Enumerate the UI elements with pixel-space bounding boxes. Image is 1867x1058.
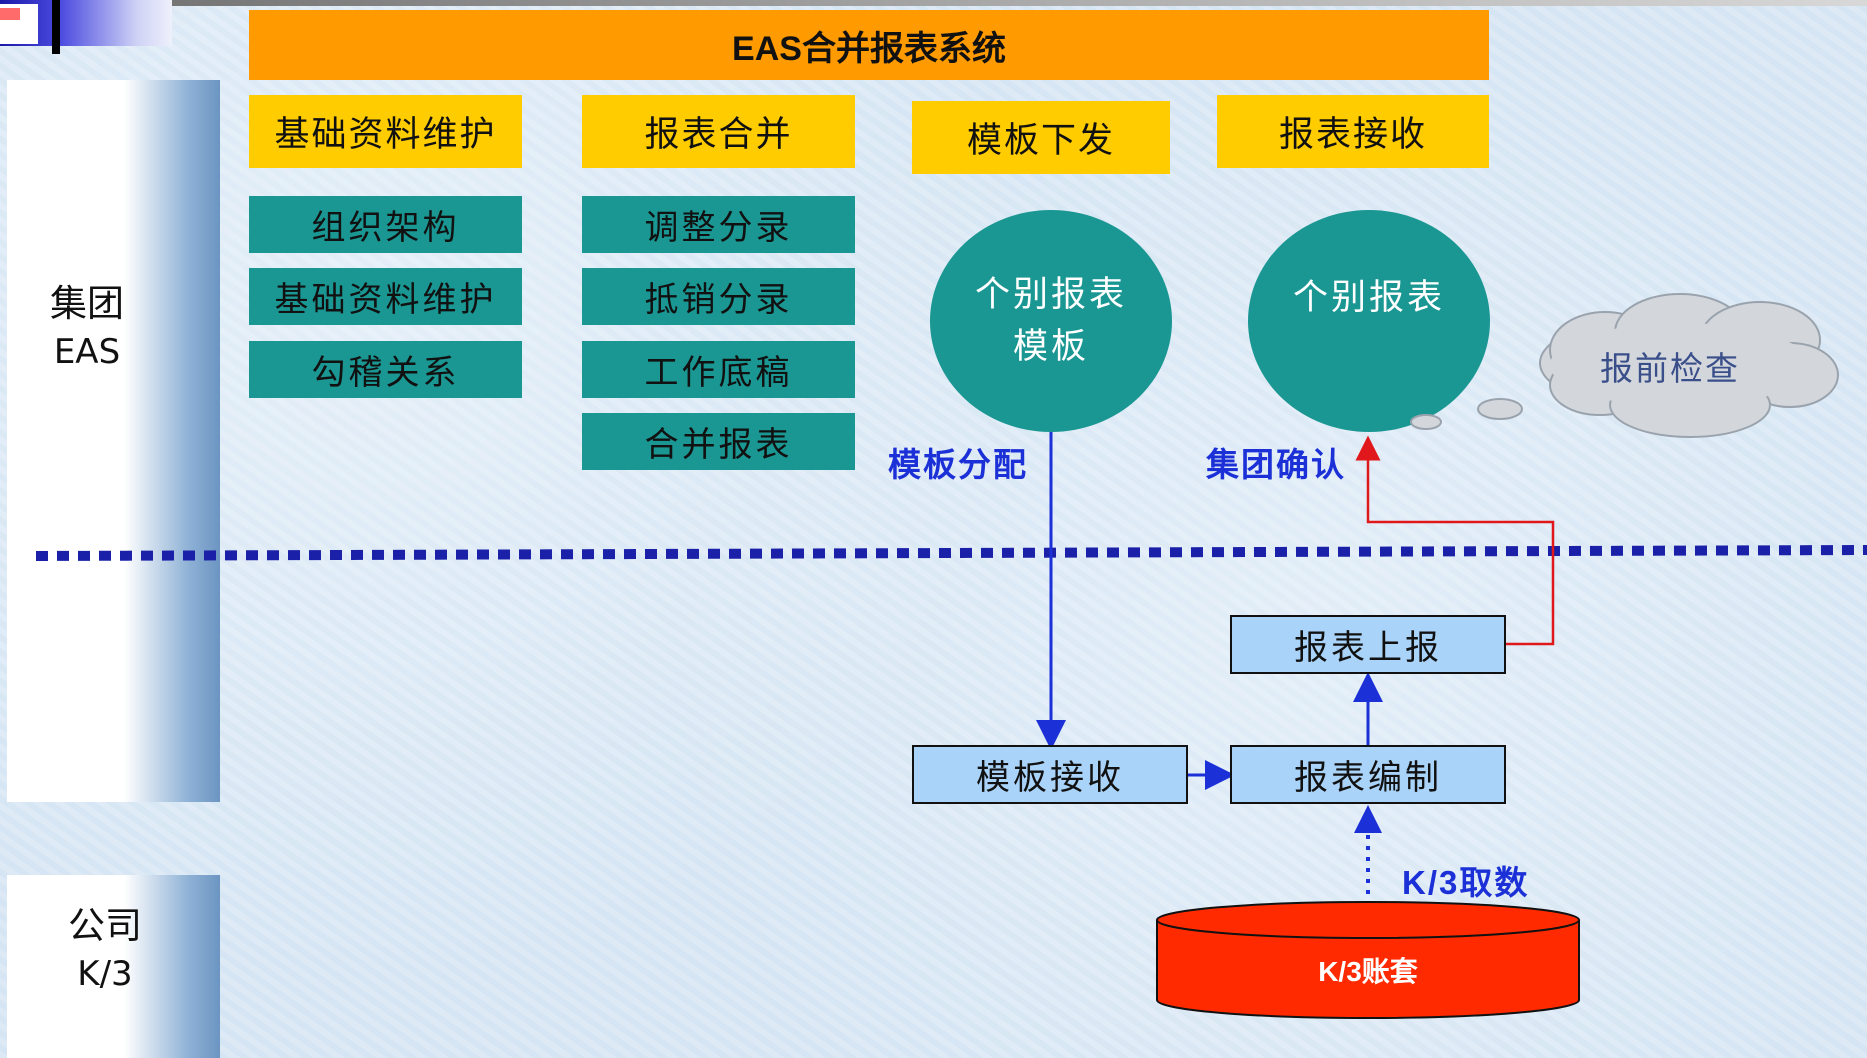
arrow-group-confirm bbox=[1355, 435, 1555, 646]
item-basic-data-maint-label: 基础资料维护 bbox=[274, 280, 497, 320]
precheck-cloud-fill bbox=[1550, 323, 1810, 407]
item-org-structure-label: 组织架构 bbox=[311, 208, 460, 248]
item-elimination-entry-label: 抵销分录 bbox=[644, 280, 793, 320]
item-elimination-entry: 抵销分录 bbox=[582, 268, 855, 325]
box-report-compile-label: 报表编制 bbox=[1294, 758, 1442, 798]
lane-company-line1: 公司 bbox=[68, 904, 142, 947]
database-label: K/3账套 bbox=[1318, 956, 1418, 987]
header-template-issue-label: 模板下发 bbox=[966, 121, 1115, 161]
box-template-receive: 模板接收 bbox=[912, 745, 1188, 804]
box-template-receive-label: 模板接收 bbox=[976, 758, 1124, 798]
k3-ledger-database bbox=[1156, 901, 1580, 1019]
circle-report-template-line1: 个别报表 bbox=[974, 275, 1127, 315]
lane-group-label: 集团 EAS bbox=[7, 280, 167, 376]
circle-individual-report-line1: 个别报表 bbox=[1292, 278, 1445, 318]
item-worksheet-label: 工作底稿 bbox=[644, 353, 793, 393]
lane-company-line2: K/3 bbox=[77, 954, 133, 994]
item-check-relation: 勾稽关系 bbox=[249, 341, 522, 398]
top-strip bbox=[0, 0, 1867, 6]
corner-logo bbox=[0, 0, 172, 54]
header-template-issue: 模板下发 bbox=[912, 101, 1170, 174]
item-org-structure: 组织架构 bbox=[249, 196, 522, 253]
lane-group-line2: EAS bbox=[53, 332, 121, 372]
lane-group-eas: 集团 EAS bbox=[7, 80, 220, 802]
lane-company-k3: 公司 K/3 bbox=[7, 875, 220, 1058]
header-basic-data-label: 基础资料维护 bbox=[274, 115, 497, 155]
lane-divider bbox=[35, 545, 1867, 561]
circle-individual-report: 个别报表 bbox=[1248, 210, 1490, 432]
header-report-merge: 报表合并 bbox=[582, 95, 855, 168]
item-consolidated-report-label: 合并报表 bbox=[644, 425, 793, 465]
item-check-relation-label: 勾稽关系 bbox=[311, 353, 460, 393]
header-report-receive-label: 报表接收 bbox=[1278, 115, 1427, 155]
header-report-receive: 报表接收 bbox=[1217, 95, 1489, 168]
system-title-bar: EAS合并报表系统 bbox=[249, 10, 1489, 80]
circle-report-template: 个别报表 模板 bbox=[930, 210, 1172, 432]
item-adjust-entry: 调整分录 bbox=[582, 196, 855, 253]
circle-report-template-line2: 模板 bbox=[1012, 327, 1089, 367]
system-title: EAS合并报表系统 bbox=[732, 29, 1006, 68]
label-group-confirm: 集团确认 bbox=[1206, 445, 1346, 484]
label-template-distribution: 模板分配 bbox=[888, 445, 1028, 484]
label-k3-fetch: K/3取数 bbox=[1402, 864, 1530, 901]
lane-group-line1: 集团 bbox=[50, 282, 124, 325]
box-report-compile: 报表编制 bbox=[1230, 745, 1506, 804]
header-report-merge-label: 报表合并 bbox=[644, 115, 793, 155]
box-report-submit: 报表上报 bbox=[1230, 615, 1506, 674]
lane-company-label: 公司 K/3 bbox=[25, 902, 185, 998]
item-adjust-entry-label: 调整分录 bbox=[644, 208, 793, 248]
header-basic-data: 基础资料维护 bbox=[249, 95, 522, 168]
item-consolidated-report: 合并报表 bbox=[582, 413, 855, 470]
item-worksheet: 工作底稿 bbox=[582, 341, 855, 398]
item-basic-data-maint: 基础资料维护 bbox=[249, 268, 522, 325]
box-report-submit-label: 报表上报 bbox=[1294, 628, 1442, 668]
precheck-label: 报前检查 bbox=[1600, 349, 1740, 388]
arrow-k3-fetch-head bbox=[1354, 805, 1382, 833]
